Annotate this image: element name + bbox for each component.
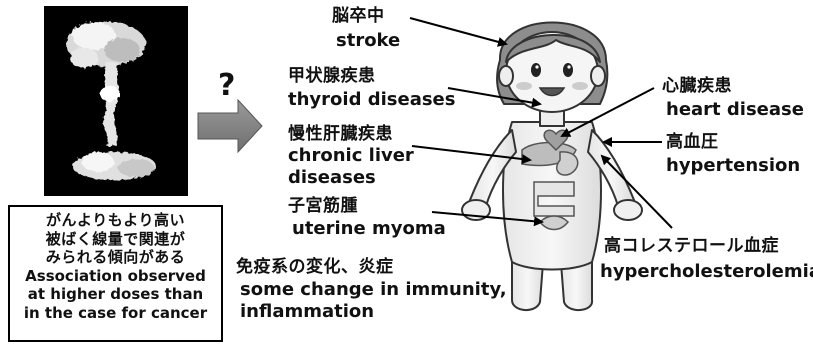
- liver-label-en2: diseases: [288, 168, 376, 188]
- stroke-arrow: [410, 18, 506, 44]
- myoma-label-jp: 子宮筋腫: [288, 196, 358, 216]
- big-arrow-icon: [198, 100, 262, 152]
- immunity-label-en1: some change in immunity,: [240, 280, 507, 300]
- thyroid-label-en: thyroid diseases: [288, 90, 455, 110]
- heart-label-jp: 心臓疾患: [662, 76, 732, 96]
- stroke-label-en: stroke: [336, 31, 400, 51]
- immunity-label-jp: 免疫系の変化、炎症: [236, 257, 394, 277]
- thyroid-label-jp: 甲状腺疾患: [288, 66, 376, 86]
- cholesterol-label-jp: 高コレステロール血症: [604, 236, 779, 256]
- immunity-label-en2: inflammation: [240, 302, 374, 322]
- myoma-label-en: uterine myoma: [292, 219, 446, 239]
- stroke-label-jp: 脳卒中: [332, 6, 385, 26]
- cholesterol-label-en: hypercholesterolemia: [600, 262, 813, 282]
- liver-label-en1: chronic liver: [288, 146, 414, 166]
- child-right-hand: [614, 200, 642, 220]
- liver-label-jp: 慢性肝臓疾患: [288, 124, 393, 144]
- hypertension-label-jp: 高血圧: [666, 132, 719, 152]
- heart-label-en: heart disease: [666, 100, 804, 120]
- hypertension-label-en: hypertension: [666, 156, 800, 176]
